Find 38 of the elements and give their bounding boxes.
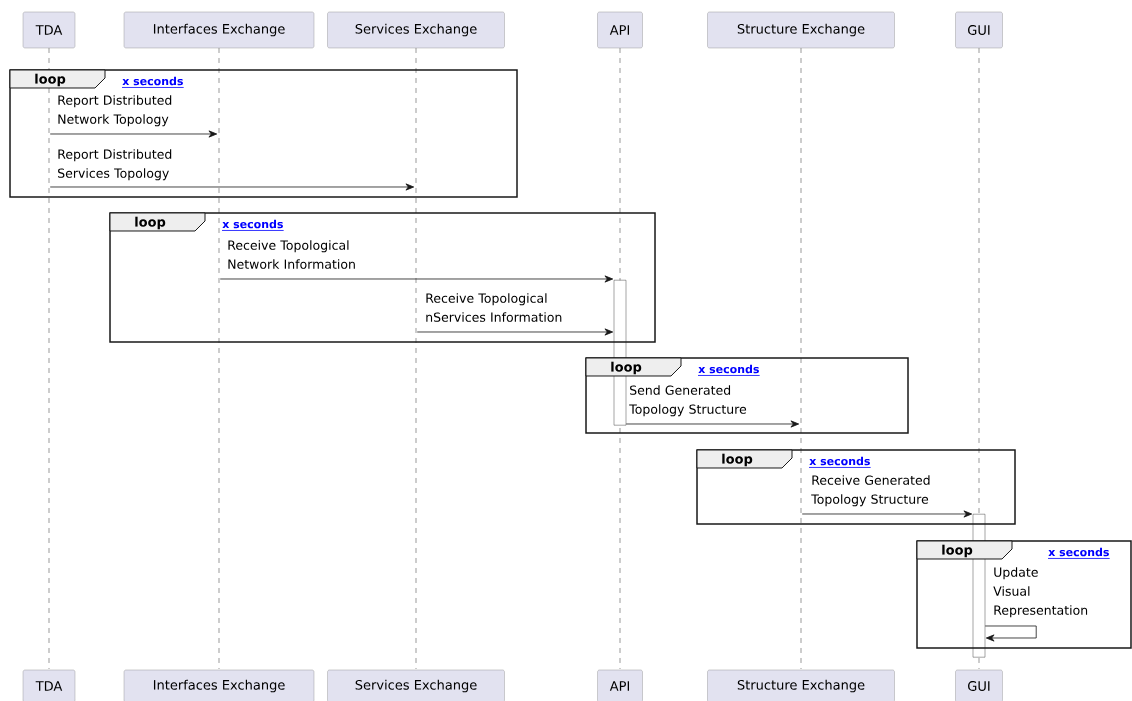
participant-box: API	[597, 11, 643, 49]
message-label: Receive Topological Network Information	[228, 240, 355, 269]
condition-link: x seconds	[697, 364, 761, 376]
message-arrow	[625, 420, 800, 428]
lifeline	[48, 47, 50, 670]
message-arrow	[416, 328, 614, 336]
participant-box: GUI	[955, 11, 1003, 49]
loop-tab: loop	[9, 69, 106, 89]
lifeline	[415, 47, 417, 670]
message-arrow	[219, 275, 614, 283]
message-arrow	[49, 183, 415, 191]
message-label: Send Generated Topology Structure	[629, 385, 747, 417]
message-arrow	[801, 510, 973, 518]
participant-box: Interfaces Exchange	[123, 11, 315, 49]
condition-link: x seconds	[121, 76, 185, 88]
lifeline	[218, 47, 220, 670]
participant-box: TDA	[22, 11, 76, 49]
participant-box: Structure Exchange	[707, 669, 895, 701]
participant-box: API	[597, 669, 643, 701]
loop-tab: loop	[696, 449, 793, 469]
participant-box: TDA	[22, 669, 76, 701]
condition-link: x seconds	[1047, 547, 1111, 559]
loop-tab: loop	[109, 212, 206, 232]
message-label: Report Distributed Services Topology	[58, 149, 172, 181]
self-message-arrow	[984, 625, 1037, 642]
message-arrow	[49, 130, 218, 138]
participant-box: Services Exchange	[327, 11, 505, 49]
lifeline	[800, 47, 802, 670]
participant-box: Services Exchange	[327, 669, 505, 701]
message-label: Receive Generated Topology Structure	[811, 475, 930, 507]
participant-box: Structure Exchange	[707, 11, 895, 49]
message-label: Update Visual Representation	[993, 567, 1088, 618]
loop-tab: loop	[916, 540, 1013, 560]
message-label: Report Distributed Network Topology	[58, 95, 172, 127]
message-label: Receive Topological nServices Information	[426, 293, 562, 322]
participant-box: GUI	[955, 669, 1003, 701]
loop-tab: loop	[585, 357, 682, 377]
participant-box: Interfaces Exchange	[123, 669, 315, 701]
